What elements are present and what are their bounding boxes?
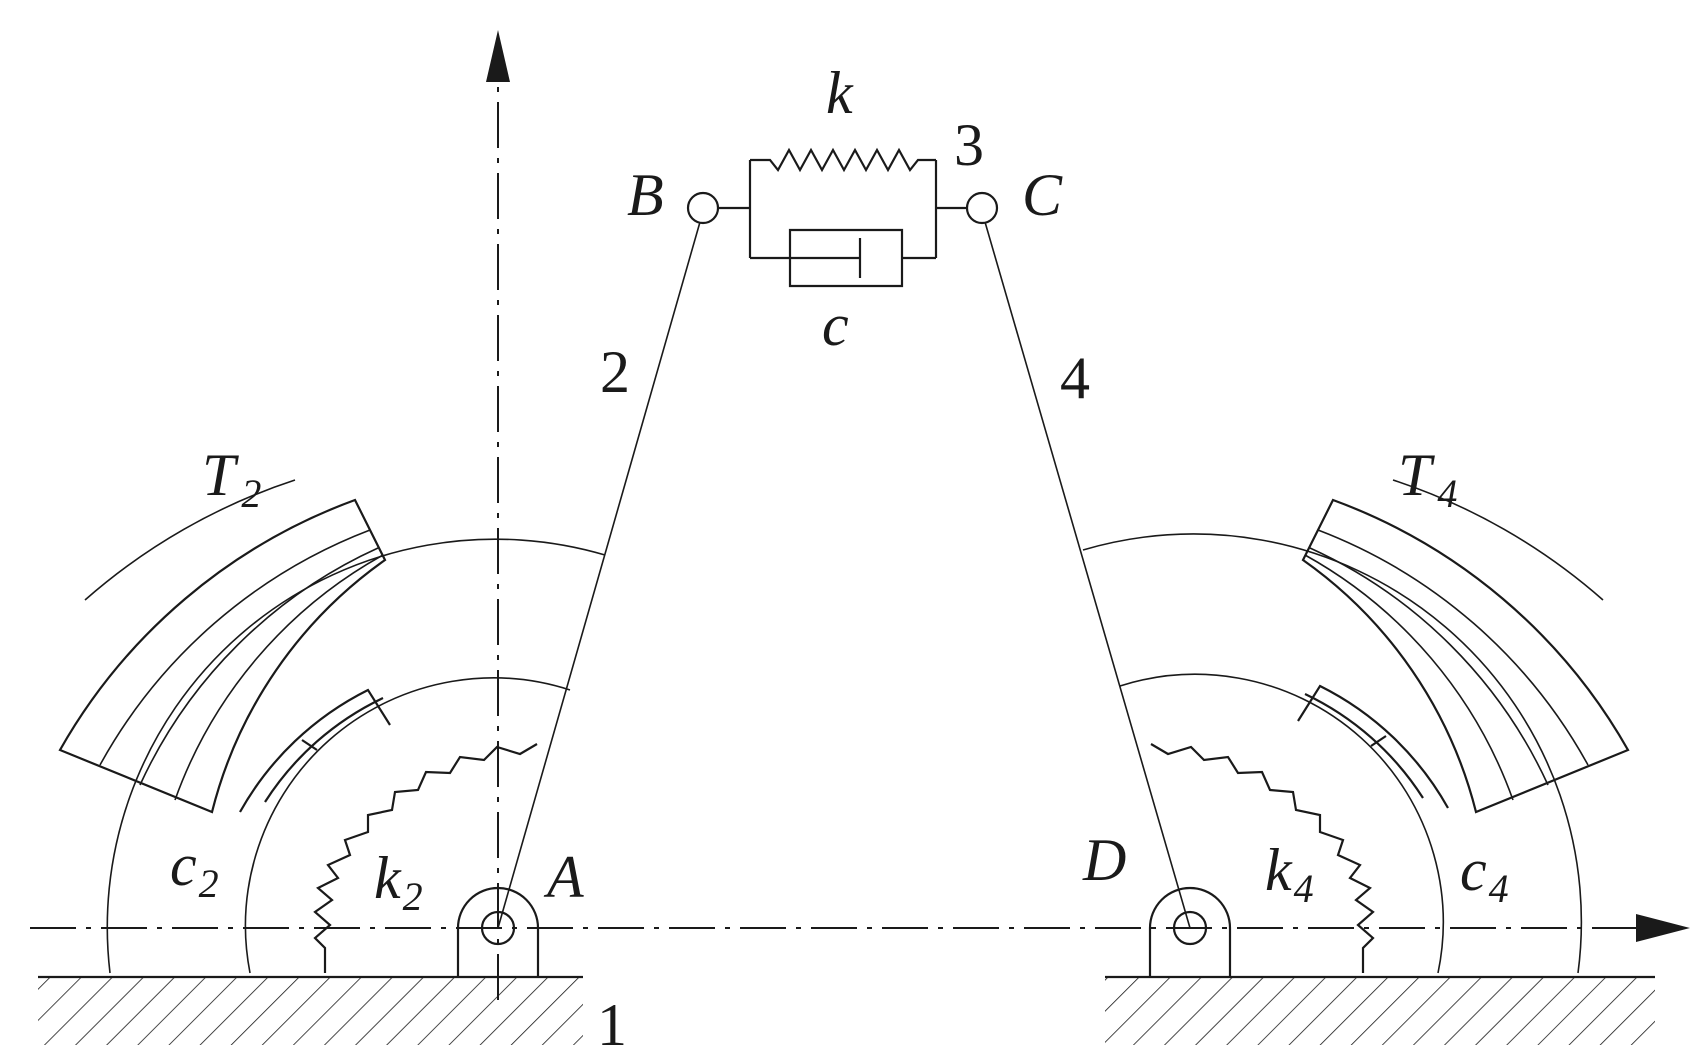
support-D <box>1148 886 1232 977</box>
left-rotational-assembly <box>58 479 606 974</box>
label-spring-k: k <box>826 60 854 126</box>
axes <box>30 30 1690 1000</box>
label-ground-1: 1 <box>597 992 627 1058</box>
label-damping-c4: c4 <box>1460 837 1509 911</box>
coupler-3 <box>686 147 999 288</box>
left-damper-c2 <box>239 688 391 813</box>
damper-cylinder <box>788 228 936 288</box>
spring-k <box>750 147 936 173</box>
support-D-bracket <box>1148 886 1232 977</box>
label-joint-B: B <box>627 162 664 228</box>
support-A-pin <box>480 910 516 946</box>
left-torque-outer-arc <box>84 479 296 601</box>
joint-B <box>686 191 720 225</box>
horizontal-axis-arrowhead <box>1636 914 1690 942</box>
left-torque-block-T2 <box>58 498 387 814</box>
right-torque-outer-arc <box>1392 479 1604 601</box>
left-torque-block-lines <box>99 529 384 801</box>
link-4 <box>984 221 1191 929</box>
right-damper-c4 <box>1297 684 1449 809</box>
support-A-bracket <box>456 886 540 977</box>
right-arc-outer <box>1082 533 1583 974</box>
label-coupler-3: 3 <box>954 112 984 178</box>
ground <box>38 975 1655 1045</box>
label-joint-A: A <box>543 844 584 910</box>
right-torque-block-T4 <box>1301 498 1630 814</box>
label-stiffness-k4: k4 <box>1265 837 1314 911</box>
label-damper-c: c <box>822 292 849 358</box>
label-stiffness-k2: k2 <box>374 845 423 919</box>
support-D-pin <box>1172 910 1208 946</box>
label-joint-D: D <box>1082 827 1126 893</box>
left-arc-inner <box>244 677 571 974</box>
left-arc-outer <box>106 538 606 974</box>
right-arc-inner <box>1119 673 1445 974</box>
label-link-2: 2 <box>600 339 630 405</box>
vertical-axis-arrowhead <box>486 30 510 82</box>
support-A <box>456 886 540 977</box>
left-spring-k2 <box>313 743 538 973</box>
label-joint-C: C <box>1022 162 1063 228</box>
label-link-4: 4 <box>1060 345 1090 411</box>
right-torque-block-lines <box>1304 529 1589 801</box>
left-ground-hatch <box>38 977 583 1045</box>
right-rotational-assembly <box>1082 479 1630 974</box>
joint-C <box>965 191 999 225</box>
right-ground-hatch <box>1105 977 1655 1045</box>
label-damping-c2: c2 <box>170 832 219 906</box>
link-2 <box>497 221 701 929</box>
right-spring-k4 <box>1150 743 1375 973</box>
